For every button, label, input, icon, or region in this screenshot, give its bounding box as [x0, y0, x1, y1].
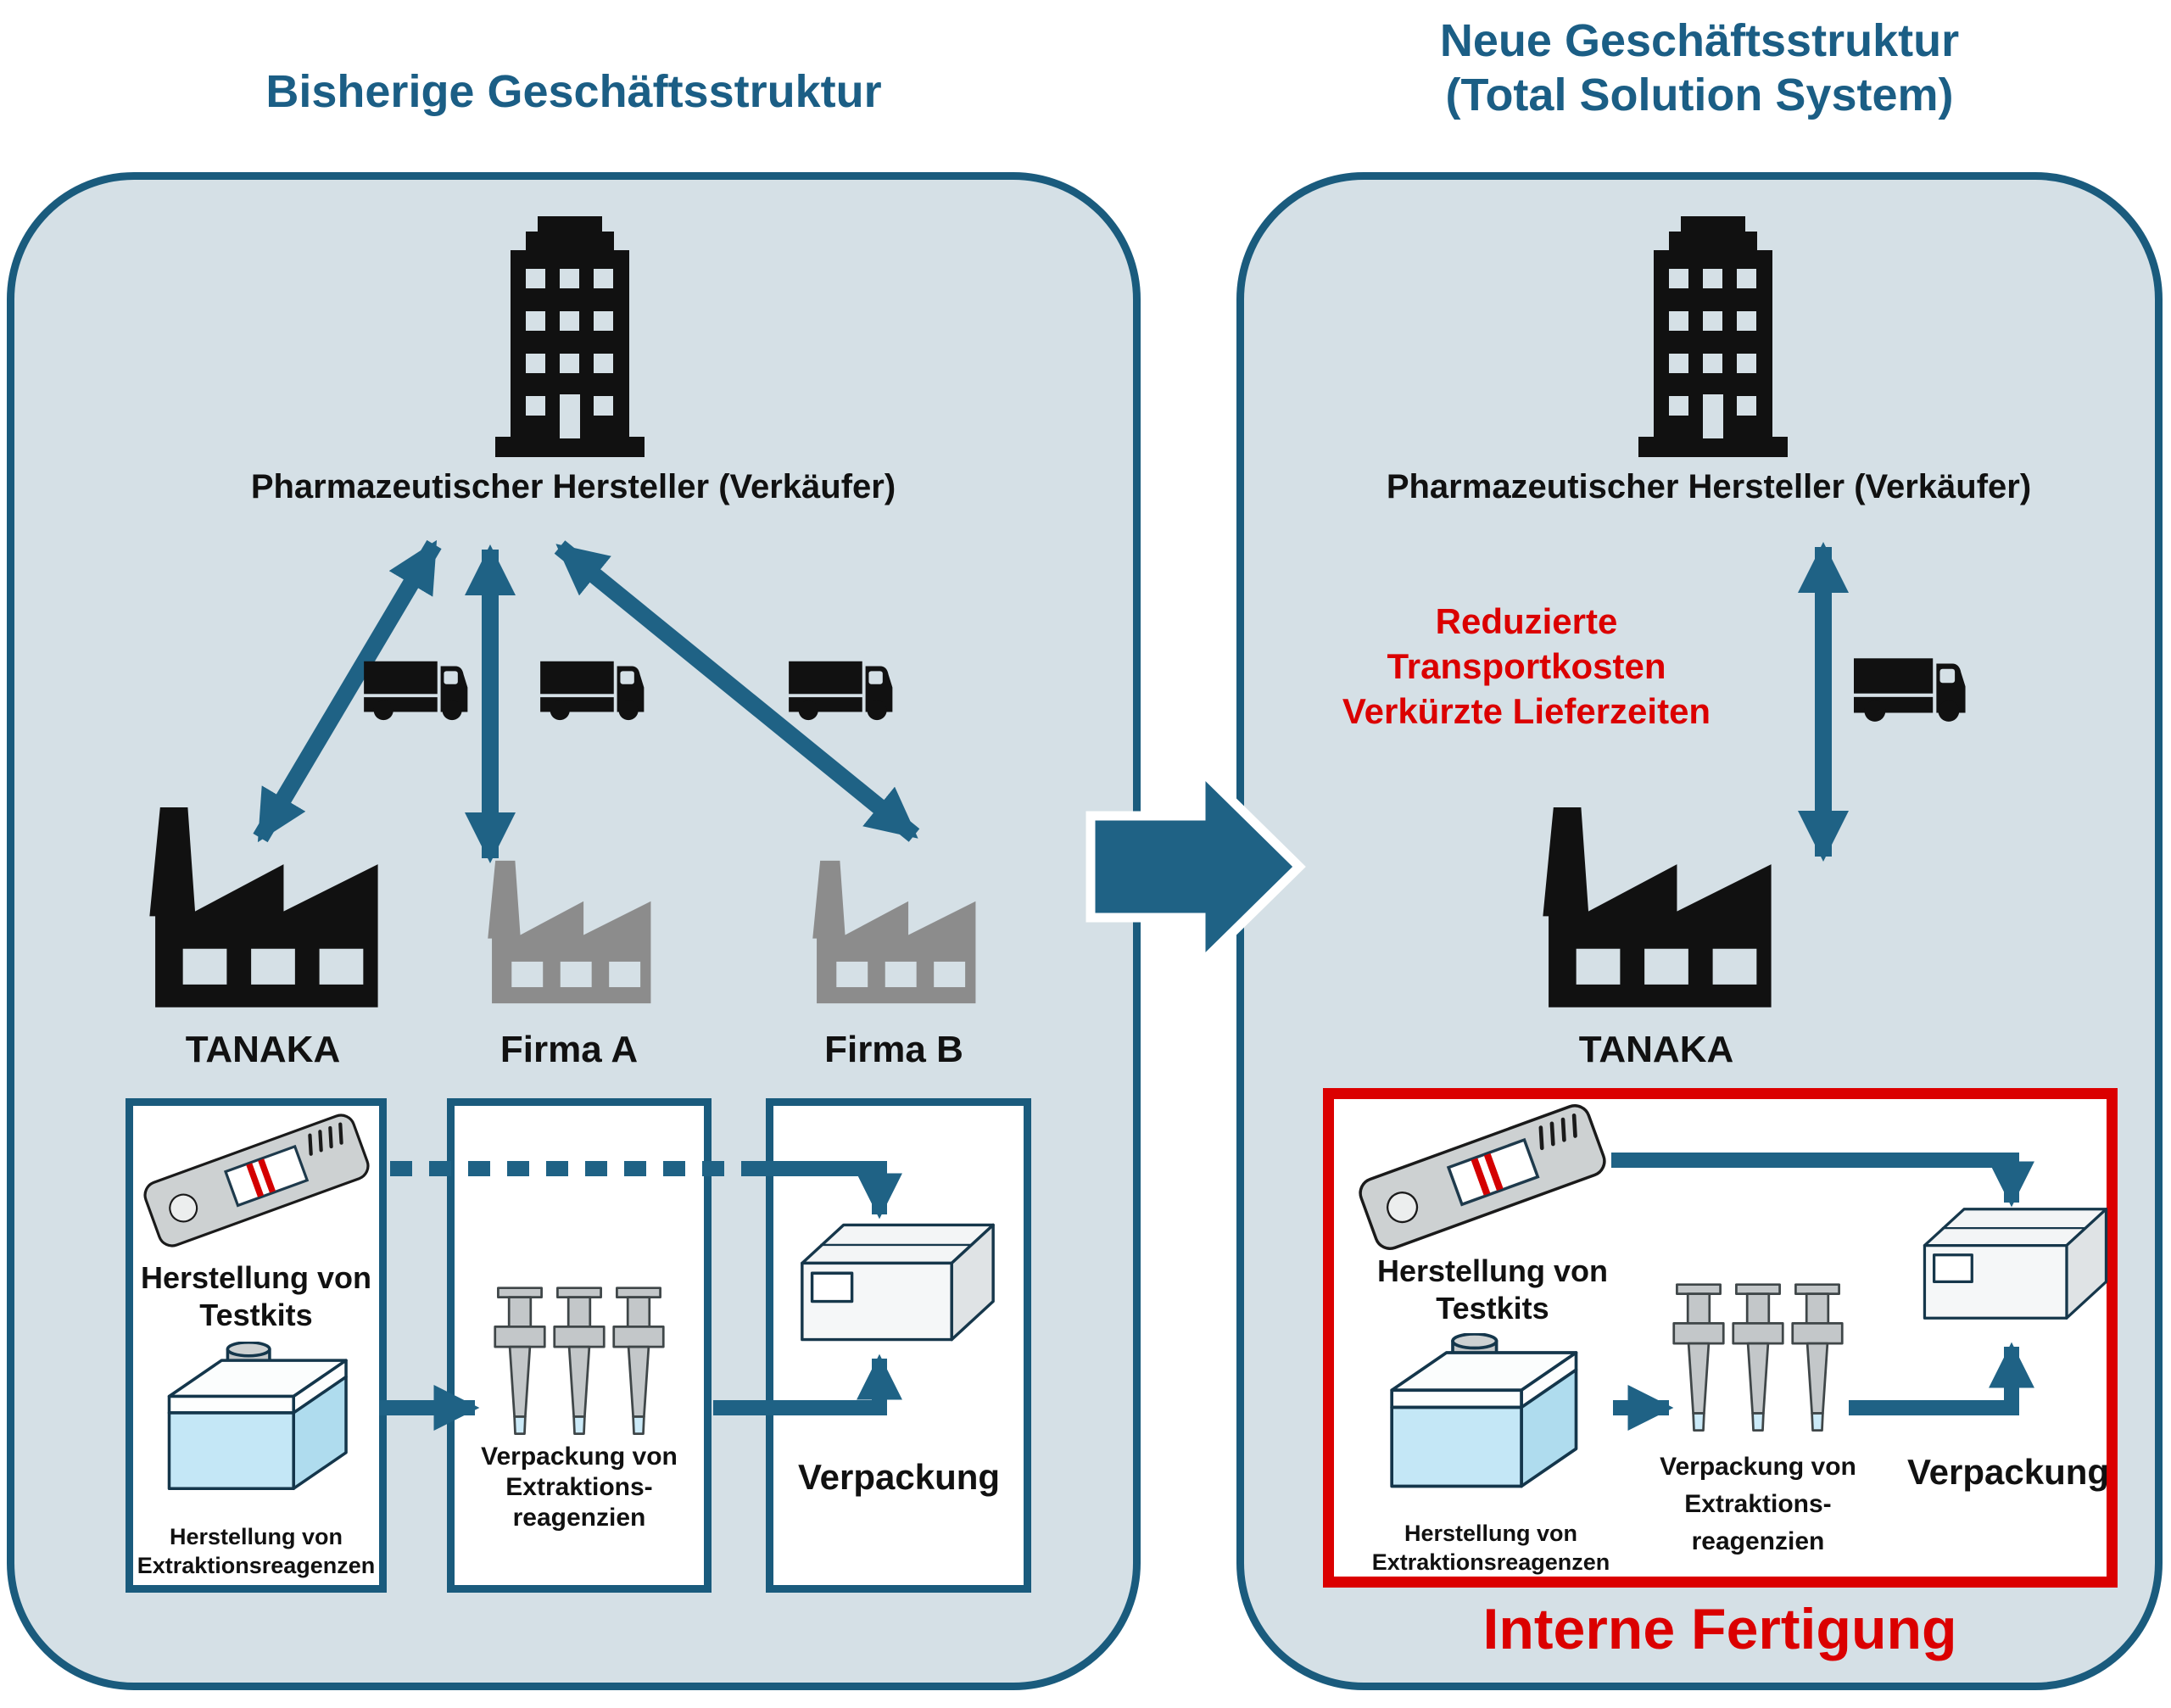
- package-box-icon: [1918, 1204, 2112, 1323]
- supplier-label-tanaka: TANAKA: [1578, 1029, 1734, 1070]
- transformation-arrow-icon: [1086, 762, 1306, 972]
- pipette-tip-icon: [1731, 1279, 1785, 1438]
- tanaka-factory-icon: [137, 799, 389, 1011]
- testkit-production-label-line1: Herstellung von: [140, 1260, 372, 1295]
- right-title-line1: Neue Geschäftsstruktur: [1439, 15, 1960, 66]
- final-packaging-box: [766, 1098, 1031, 1593]
- supplier-label-firma-b: Firma B: [824, 1029, 963, 1070]
- internal-production-label: Interne Fertigung: [1482, 1597, 1957, 1661]
- package-box-icon: [795, 1220, 999, 1345]
- tanaka-factory-icon: [1531, 799, 1783, 1011]
- packaging-label: Verpackung: [1906, 1452, 2110, 1492]
- truck-icon: [540, 656, 655, 722]
- right-title: Neue Geschäftsstruktur (Total Solution S…: [1236, 14, 2163, 122]
- pipette-tip-icon: [1790, 1279, 1845, 1438]
- manufacturer-building-icon: [1628, 206, 1798, 460]
- reagent-packing-label-line2: Extraktions-: [1684, 1490, 1832, 1518]
- reagent-packing-label-line1: Verpackung von: [1660, 1453, 1856, 1481]
- firma-a-factory-icon: [479, 850, 659, 1011]
- manufacturer-label: Pharmazeutischer Hersteller (Verkäufer): [1386, 468, 2032, 505]
- firma-b-factory-icon: [804, 850, 984, 1011]
- transport-benefits-label: Reduzierte Transportkosten Verkürzte Lie…: [1342, 599, 1711, 734]
- reagent-tank-icon: [1381, 1333, 1584, 1501]
- reagent-packing-label-line3: reagenzien: [512, 1504, 646, 1532]
- reagent-packing-label-line1: Verpackung von: [481, 1443, 678, 1471]
- testkit-production-label: Herstellung von Testkits: [141, 1259, 371, 1334]
- pipette-tip-icon: [611, 1282, 666, 1442]
- transport-benefits-line2: Transportkosten: [1387, 646, 1666, 686]
- reagent-production-label-line1: Herstellung von: [169, 1524, 343, 1549]
- reagent-production-label: Herstellung von Extraktionsreagenzen: [1372, 1519, 1610, 1577]
- pipette-tip-icon: [493, 1282, 547, 1442]
- truck-icon: [789, 656, 903, 722]
- pipette-tip-icon: [1672, 1279, 1726, 1438]
- testkit-production-label-line2: Testkits: [199, 1298, 313, 1332]
- left-title: Bisherige Geschäftsstruktur: [265, 66, 882, 117]
- reagent-production-label: Herstellung von Extraktionsreagenzen: [137, 1522, 376, 1580]
- packaging-label: Verpackung: [797, 1457, 1001, 1497]
- manufacturer-building-icon: [485, 206, 655, 460]
- truck-icon: [1854, 653, 1977, 723]
- reagent-packing-label-line3: reagenzien: [1691, 1527, 1825, 1555]
- manufacturer-label: Pharmazeutischer Hersteller (Verkäufer): [250, 468, 896, 505]
- transport-benefits-line3: Verkürzte Lieferzeiten: [1342, 691, 1711, 731]
- testkit-production-label-line2: Testkits: [1436, 1291, 1549, 1326]
- reagent-packing-label: Verpackung von Extraktions- reagenzien: [1660, 1448, 1856, 1560]
- right-title-line2: (Total Solution System): [1445, 70, 1954, 120]
- reagent-tank-icon: [159, 1342, 354, 1503]
- testkit-production-label: Herstellung von Testkits: [1377, 1253, 1608, 1327]
- reagent-packing-label-line2: Extraktions-: [505, 1473, 653, 1501]
- transport-benefits-line1: Reduzierte: [1435, 601, 1618, 641]
- reagent-production-label-line1: Herstellung von: [1404, 1521, 1578, 1546]
- reagent-packing-label: Verpackung von Extraktions- reagenzien: [481, 1442, 678, 1533]
- testkit-production-label-line1: Herstellung von: [1376, 1253, 1609, 1288]
- supplier-label-tanaka: TANAKA: [185, 1029, 341, 1070]
- reagent-production-label-line2: Extraktionsreagenzen: [1371, 1549, 1610, 1575]
- pipette-tip-icon: [552, 1282, 606, 1442]
- supplier-label-firma-a: Firma A: [499, 1029, 639, 1070]
- reagent-production-label-line2: Extraktionsreagenzen: [137, 1553, 376, 1578]
- truck-icon: [364, 656, 478, 722]
